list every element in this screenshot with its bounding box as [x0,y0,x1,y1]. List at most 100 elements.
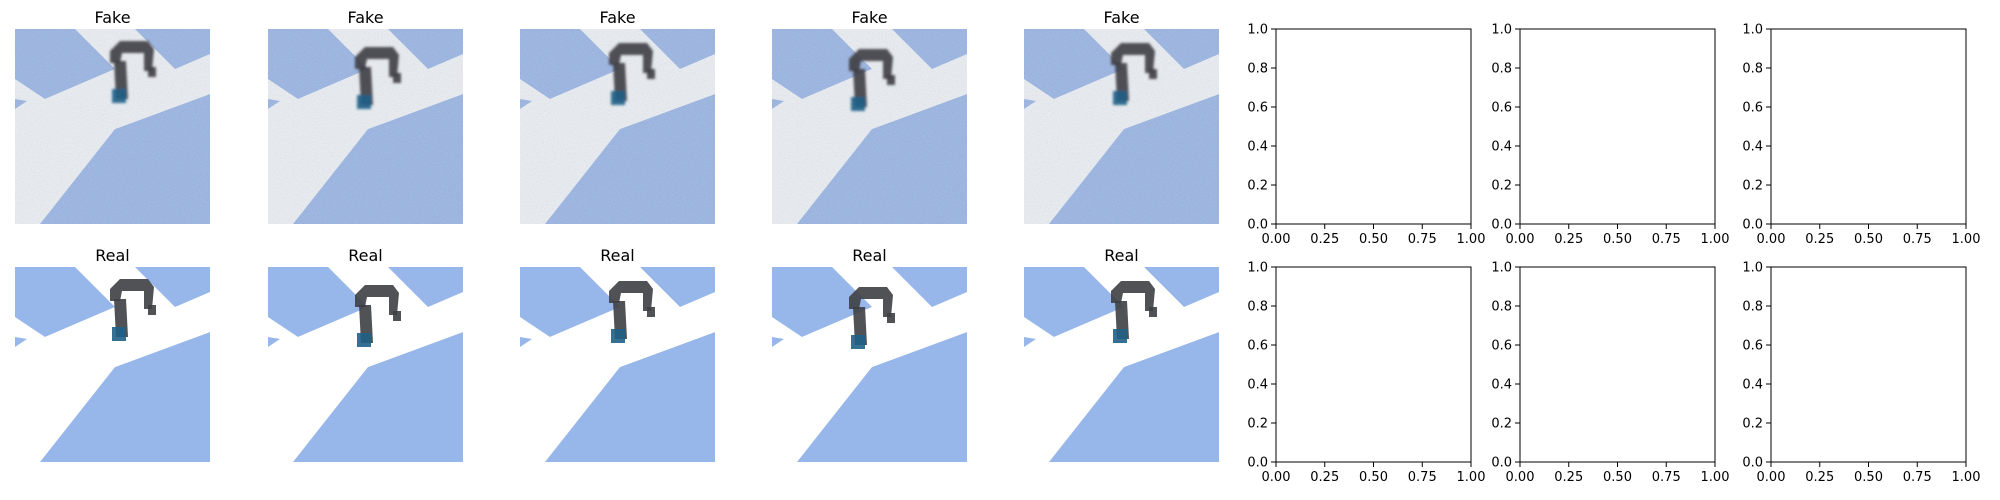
real-image-panel: Real [1024,246,1219,462]
x-tick-label: 0.00 [1506,232,1535,247]
checkerboard-floor [520,29,715,224]
x-tick-label: 0.25 [1554,232,1583,247]
checkerboard-floor [1024,267,1219,462]
x-tick-label: 0.75 [1652,470,1681,485]
y-tick-label: 0.2 [1491,179,1512,194]
real-image-panel: Real [520,246,715,462]
y-tick-label: 0.6 [1742,339,1763,354]
y-tick-label: 1.0 [1742,261,1763,276]
y-tick-label: 0.8 [1742,300,1763,315]
panel-title: Real [348,246,383,265]
robot-arm [1111,281,1157,343]
panel-title: Real [1104,246,1139,265]
x-tick-label: 0.50 [1854,232,1883,247]
robot-arm [355,285,401,347]
panel-title: Fake [599,8,635,27]
y-tick-label: 0.6 [1491,101,1512,116]
y-tick-label: 0.2 [1247,417,1268,432]
axes-frame [1770,28,1967,225]
y-tick-label: 0.0 [1247,456,1268,471]
y-tick-label: 0.8 [1247,62,1268,77]
x-tick-label: 0.25 [1554,470,1583,485]
axes-frame [1519,28,1716,225]
robot-arm [609,281,655,343]
panel-title: Fake [94,8,130,27]
y-tick-label: 0.8 [1742,62,1763,77]
x-tick-label: 0.25 [1805,470,1834,485]
x-tick-label: 0.50 [1854,470,1883,485]
panel-title: Fake [347,8,383,27]
y-tick-label: 1.0 [1742,23,1763,38]
y-tick-label: 0.2 [1247,179,1268,194]
panel-title: Real [600,246,635,265]
y-tick-label: 0.6 [1247,339,1268,354]
x-tick-label: 1.00 [1701,232,1730,247]
checkerboard-floor [15,267,210,462]
y-tick-label: 0.0 [1247,218,1268,233]
y-tick-label: 0.0 [1742,456,1763,471]
y-tick-label: 0.6 [1247,101,1268,116]
y-tick-label: 0.8 [1491,62,1512,77]
x-tick-label: 1.00 [1952,470,1981,485]
x-tick-label: 0.75 [1903,232,1932,247]
axes-frame [1275,28,1472,225]
y-tick-label: 0.8 [1247,300,1268,315]
x-tick-label: 0.25 [1310,232,1339,247]
y-tick-label: 1.0 [1491,261,1512,276]
x-tick-label: 0.75 [1408,470,1437,485]
x-tick-label: 0.25 [1310,470,1339,485]
y-tick-label: 0.4 [1491,378,1512,393]
y-tick-label: 0.4 [1491,140,1512,155]
fake-image-panel: Fake [268,8,463,224]
x-tick-label: 1.00 [1457,232,1486,247]
robot-arm [355,47,401,109]
y-tick-label: 0.4 [1742,378,1763,393]
y-tick-label: 0.4 [1247,378,1268,393]
axes-frame [1519,266,1716,463]
axes-frame [1275,266,1472,463]
fake-image-panel: Fake [520,8,715,224]
panel-title: Real [852,246,887,265]
y-tick-label: 0.6 [1491,339,1512,354]
x-tick-label: 1.00 [1701,470,1730,485]
x-tick-label: 0.75 [1652,232,1681,247]
y-tick-label: 0.0 [1742,218,1763,233]
robot-arm [1111,43,1157,105]
x-tick-label: 0.00 [1262,232,1291,247]
x-tick-label: 0.00 [1757,232,1786,247]
robot-arm [849,49,895,111]
real-image-panel: Real [268,246,463,462]
checkerboard-floor [268,267,463,462]
x-tick-label: 0.25 [1805,232,1834,247]
y-tick-label: 0.0 [1491,456,1512,471]
y-tick-label: 0.2 [1742,179,1763,194]
robot-arm [110,279,156,341]
x-tick-label: 1.00 [1952,232,1981,247]
panel-title: Fake [1103,8,1139,27]
x-tick-label: 0.00 [1757,470,1786,485]
empty-axes: 0.00 0.25 0.50 0.75 1.00 0.0 0.2 0.4 0.6 0.8 1.0 [1742,261,1980,486]
robot-arm [110,41,156,103]
y-tick-label: 1.0 [1247,23,1268,38]
x-tick-label: 0.50 [1359,470,1388,485]
panel-title: Real [95,246,130,265]
y-tick-label: 0.2 [1742,417,1763,432]
x-tick-label: 0.75 [1408,232,1437,247]
panel-title: Fake [851,8,887,27]
y-tick-label: 1.0 [1491,23,1512,38]
x-tick-label: 0.00 [1506,470,1535,485]
x-tick-label: 0.75 [1903,470,1932,485]
fake-image-panel: Fake [772,8,967,224]
x-tick-label: 0.50 [1359,232,1388,247]
robot-arm [609,43,655,105]
x-tick-label: 0.50 [1603,232,1632,247]
empty-axes: 0.00 0.25 0.50 0.75 1.00 0.0 0.2 0.4 0.6 0.8 1.0 [1247,23,1485,248]
y-tick-label: 0.4 [1247,140,1268,155]
robot-arm [849,287,895,349]
